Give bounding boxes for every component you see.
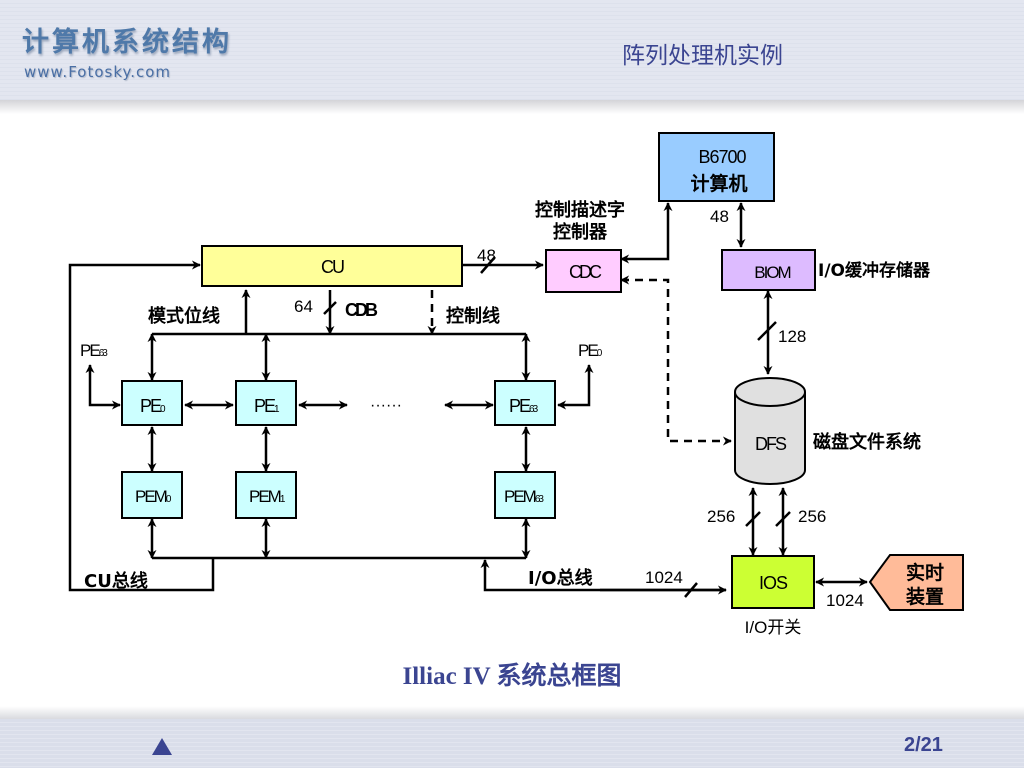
cu-label: CU xyxy=(321,257,344,277)
pem63-label: PEM63 xyxy=(504,487,546,506)
biom-label: BIOM xyxy=(754,263,790,282)
cdb-label: CDB xyxy=(345,300,378,320)
ios-box xyxy=(731,555,815,609)
ios-label: IOS xyxy=(759,573,788,593)
width-tick xyxy=(757,321,777,341)
pem1-box xyxy=(235,471,297,519)
b6700-label: B6700 xyxy=(698,147,746,167)
header-shadow xyxy=(0,100,1024,114)
dfs-label: DFS xyxy=(755,434,787,454)
width-tick xyxy=(323,301,337,315)
biom-box xyxy=(721,249,816,291)
brand-title: 计算机系统结构 xyxy=(22,27,232,58)
width-cdb: 64 xyxy=(294,297,313,316)
cu-bus-label: CU总线 xyxy=(84,570,148,592)
cdc-desc-line1: 控制描述字 xyxy=(535,199,625,221)
width-cu-cdc: 48 xyxy=(477,246,496,265)
cu-bus-line xyxy=(68,260,215,592)
pe0-box xyxy=(121,380,183,426)
biom-desc: I/O缓冲存储器 xyxy=(818,260,931,281)
cdc-label: CDC xyxy=(569,262,602,282)
io-bus-label: I/O总线 xyxy=(528,567,593,589)
mode-bit-line-label: 模式位线 xyxy=(148,305,220,327)
slide-header xyxy=(0,0,1024,100)
realtime-device-shape xyxy=(868,554,964,611)
cdc-b6700-line xyxy=(620,202,673,264)
svg-text:PE63: PE63 xyxy=(509,396,539,416)
b6700-box xyxy=(658,132,775,202)
brand-url[interactable]: www.Fotosky.com xyxy=(24,63,172,81)
dfs-cylinder xyxy=(734,377,806,485)
pe1-box xyxy=(235,380,297,426)
width-tick xyxy=(745,511,761,527)
width-tick xyxy=(775,511,791,527)
page-number: 2/21 xyxy=(904,734,943,756)
io-bus-line xyxy=(480,559,726,592)
width-ios-realtime: 1024 xyxy=(826,591,864,610)
pe63-box xyxy=(494,380,556,426)
svg-text:PEM63: PEM63 xyxy=(504,487,544,506)
width-tick xyxy=(480,256,496,274)
previous-slide-triangle-icon[interactable] xyxy=(152,738,172,755)
b6700-label-cn: 计算机 xyxy=(690,172,747,195)
pe-ellipsis: ······ xyxy=(370,397,402,414)
width-io-bus: 1024 xyxy=(645,568,683,587)
svg-text:PE0: PE0 xyxy=(578,341,603,360)
pe63-wrap-label: PE63 xyxy=(80,341,110,360)
width-biom-dfs: 128 xyxy=(778,327,806,346)
pe0-wrap-label: PE0 xyxy=(578,341,605,360)
realtime-label-line1: 实时 xyxy=(906,561,944,584)
pe0-wrap-right xyxy=(557,364,594,410)
width-b6700-biom: 48 xyxy=(710,207,729,226)
dfs-desc: 磁盘文件系统 xyxy=(813,431,921,453)
realtime-label-line2: 装置 xyxy=(905,585,944,608)
pem0-box xyxy=(121,471,183,519)
ios-desc: I/O开关 xyxy=(745,618,802,637)
pe63-label: PE63 xyxy=(509,396,541,416)
slide-title: 阵列处理机实例 xyxy=(622,43,783,69)
svg-text:PE63: PE63 xyxy=(80,341,108,360)
width-tick xyxy=(684,582,698,598)
control-line-label: 控制线 xyxy=(446,305,500,327)
footer-shadow xyxy=(0,706,1024,720)
cu-box xyxy=(201,245,463,287)
diagram-caption: Illiac IV 系统总框图 xyxy=(402,663,622,690)
pe63-wrap-left xyxy=(85,364,121,410)
cdc-desc-line2: 控制器 xyxy=(553,221,608,243)
width-dfs-ios-left: 256 xyxy=(707,507,735,526)
cdc-dfs-dashed-line xyxy=(620,275,732,446)
cdc-box xyxy=(545,249,622,293)
width-dfs-ios-right: 256 xyxy=(798,507,826,526)
pem63-box xyxy=(494,471,556,519)
